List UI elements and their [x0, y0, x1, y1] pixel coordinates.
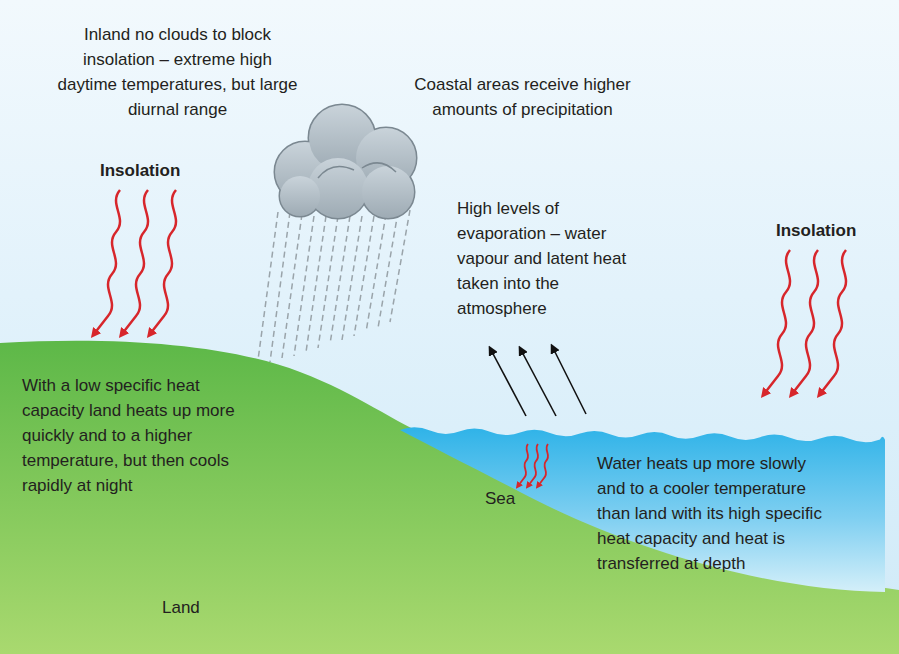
sea-description: Water heats up more slowly and to a cool…: [597, 451, 837, 576]
inland-note: Inland no clouds to block insolation – e…: [55, 22, 300, 122]
cloud: [275, 105, 416, 218]
land-label: Land: [162, 595, 200, 620]
insolation-label: Insolation: [100, 158, 180, 183]
coastal-note: Coastal areas receive higher amounts of …: [395, 72, 650, 122]
rain: [258, 210, 410, 362]
sea-label: Sea: [485, 486, 515, 511]
land-description: With a low specific heat capacity land h…: [22, 373, 264, 498]
insolation-arrows-left: [94, 190, 176, 334]
sea-area: Sea Water heats up more slowly and to a c…: [398, 418, 889, 598]
insolation-label: Insolation: [776, 218, 856, 243]
evaporation-note: High levels of evaporation – water vapou…: [457, 196, 642, 321]
evaporation-arrows: [491, 348, 586, 416]
insolation-arrows-right: [764, 250, 846, 394]
